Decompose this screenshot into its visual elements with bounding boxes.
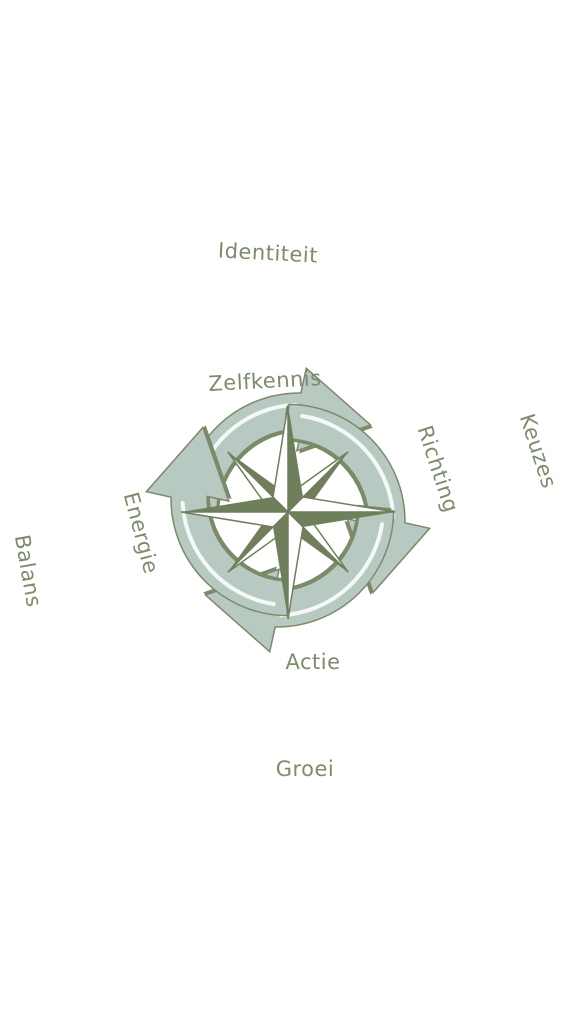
arrow-bottom xyxy=(195,501,408,659)
arrow-left xyxy=(139,417,297,630)
label-actie: Actie xyxy=(285,650,340,674)
label-keuzes: Keuzes xyxy=(515,411,562,491)
compass-rose-icon xyxy=(180,404,396,620)
arrow-right xyxy=(279,390,437,603)
label-zelfkennis: Zelfkennis xyxy=(208,366,322,396)
label-balans: Balans xyxy=(10,533,46,609)
cycle-arrows xyxy=(139,361,437,659)
label-identiteit: Identiteit xyxy=(217,238,318,267)
compass-cardinal-points xyxy=(180,404,396,620)
label-energie: Energie xyxy=(119,490,164,577)
label-richting: Richting xyxy=(413,422,464,515)
label-groei: Groei xyxy=(276,757,335,781)
